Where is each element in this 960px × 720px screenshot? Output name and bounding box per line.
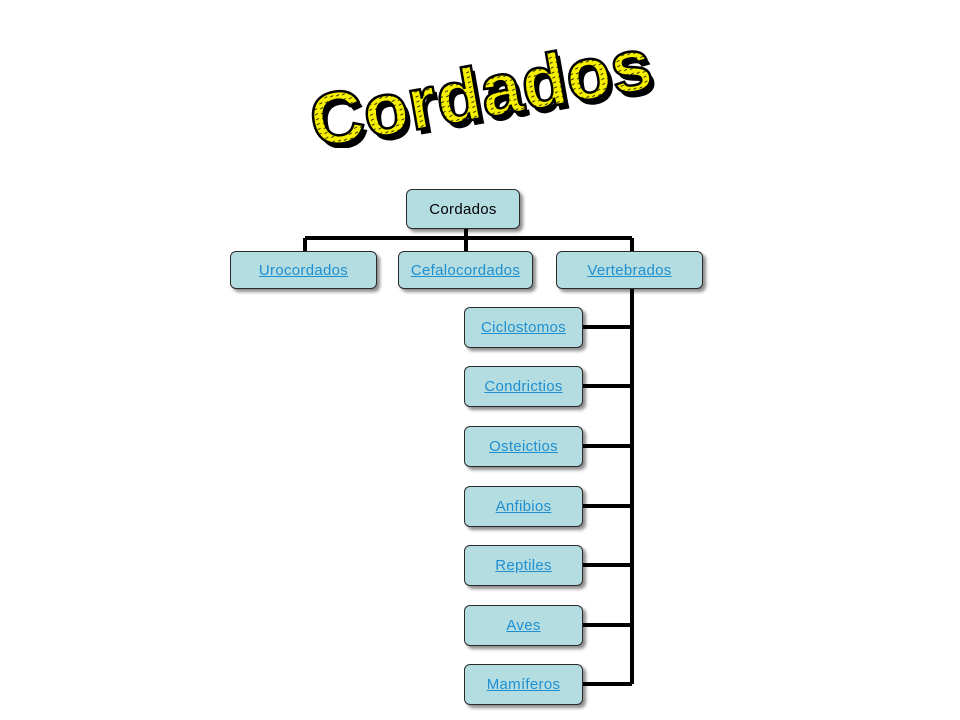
node-ciclostomos[interactable]: Ciclostomos xyxy=(464,307,583,348)
node-vertebrados[interactable]: Vertebrados xyxy=(556,251,703,289)
node-cefalocordados[interactable]: Cefalocordados xyxy=(398,251,533,289)
title-wordart: Cordados Cordados xyxy=(302,20,660,148)
link-cefalocordados[interactable]: Cefalocordados xyxy=(410,261,521,279)
link-condrictios[interactable]: Condrictios xyxy=(484,378,563,395)
link-aves[interactable]: Aves xyxy=(506,617,541,634)
node-mamiferos[interactable]: Mamíferos xyxy=(464,664,583,705)
link-urocordados[interactable]: Urocordados xyxy=(258,261,349,279)
node-urocordados[interactable]: Urocordados xyxy=(230,251,377,289)
link-reptiles[interactable]: Reptiles xyxy=(495,557,552,574)
node-reptiles[interactable]: Reptiles xyxy=(464,545,583,586)
node-osteictios[interactable]: Osteictios xyxy=(464,426,583,467)
node-cordados: Cordados xyxy=(406,189,520,229)
link-ciclostomos[interactable]: Ciclostomos xyxy=(481,319,566,336)
link-mamiferos[interactable]: Mamíferos xyxy=(486,676,561,693)
link-vertebrados[interactable]: Vertebrados xyxy=(587,261,672,279)
node-anfibios[interactable]: Anfibios xyxy=(464,486,583,527)
node-aves[interactable]: Aves xyxy=(464,605,583,646)
node-cordados-label: Cordados xyxy=(429,200,497,218)
node-condrictios[interactable]: Condrictios xyxy=(464,366,583,407)
link-anfibios[interactable]: Anfibios xyxy=(495,498,552,515)
link-osteictios[interactable]: Osteictios xyxy=(489,438,558,455)
